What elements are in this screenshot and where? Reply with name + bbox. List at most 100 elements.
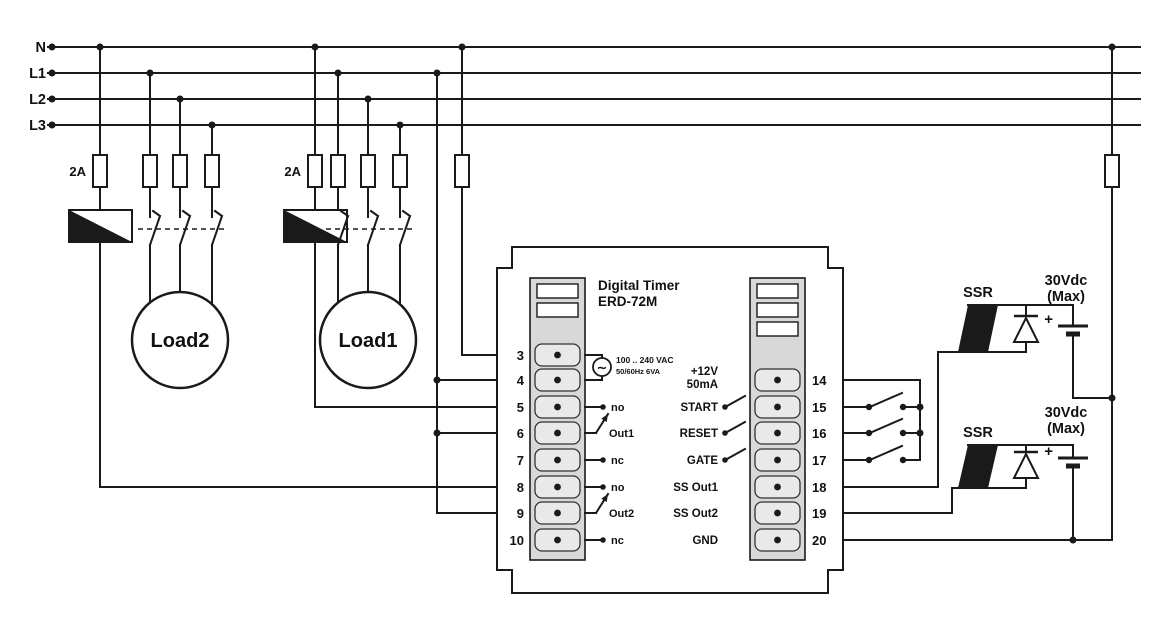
io-label-reset: RESET: [680, 428, 718, 440]
battery-plus-sign: +: [1044, 311, 1053, 328]
rail-labels: N L1 L2 L3: [29, 40, 46, 134]
relay2-no-label: no: [611, 482, 625, 494]
relay1-nc-contact: [600, 457, 606, 463]
junction-dot: [48, 95, 56, 103]
rail-label-l2: L2: [29, 92, 46, 108]
contact-blades: [148, 209, 412, 247]
switch-terminal-dot: [899, 403, 907, 411]
junction-dot: [208, 121, 216, 129]
terminal-left-10: [534, 528, 581, 552]
relay1-nc-label: nc: [611, 455, 624, 467]
junction-dot: [48, 69, 56, 77]
coil-fill: [69, 210, 132, 242]
terminal-number: 18: [812, 480, 826, 495]
terminal-right-19: [754, 501, 801, 525]
terminal-left-5: [534, 395, 581, 419]
junction-dots: [48, 43, 1116, 544]
supply-wires: [436, 46, 531, 514]
switch-terminal-dot: [865, 403, 873, 411]
right-terminal-numbers: 14 15 16 17 18 19 20: [810, 371, 829, 550]
ssr1-voltage-line1: 30Vdc: [1045, 273, 1088, 289]
terminal-left-4: [534, 368, 581, 392]
junction-dot: [916, 429, 924, 437]
terminal-number: 8: [517, 480, 524, 495]
junction-dot: [146, 69, 154, 77]
fuse-icon: [172, 154, 188, 188]
ssr-icon: [958, 445, 998, 488]
terminal-number: 7: [517, 453, 524, 468]
fuse-rating-label-2: 2A: [284, 164, 301, 179]
fuse-icon: [307, 154, 323, 188]
fuse-rating-label-1: 2A: [69, 164, 86, 179]
fuse-icon: [204, 154, 220, 188]
io-label-start: START: [681, 402, 718, 414]
coil-fill: [284, 210, 347, 242]
terminal-number: 4: [517, 373, 525, 388]
terminal-right-15: [754, 395, 801, 419]
load2: Load2: [130, 290, 230, 390]
ac-leads: [584, 354, 603, 381]
relay2-wires: [584, 486, 610, 541]
terminal-number: 6: [517, 426, 524, 441]
fuse-icon: [454, 154, 470, 188]
junction-dot: [433, 69, 441, 77]
terminal-right-18: [754, 475, 801, 499]
ssr-icon: [958, 305, 998, 352]
switch-terminal-dot: [865, 456, 873, 464]
ac-wave-glyph: ∼: [597, 360, 608, 375]
fuse-icon: [330, 154, 346, 188]
terminal-number: 3: [517, 348, 524, 363]
fuse-icon: [92, 154, 108, 188]
terminal-number: 14: [812, 373, 827, 388]
io-label-gnd: GND: [692, 535, 718, 547]
switch-blades: [870, 391, 904, 461]
left-terminal-numbers: 3 4 5 6 7 8 9 10: [508, 346, 527, 550]
switch-terminal-dot: [899, 429, 907, 437]
load2-label: Load2: [151, 330, 210, 352]
relay2-nc-contact: [600, 537, 606, 543]
terminal-number: 20: [812, 533, 826, 548]
terminal-number: 15: [812, 400, 826, 415]
diode-icon: [1012, 451, 1040, 479]
relay-out1: no Out1 nc: [584, 402, 634, 467]
load1-label: Load1: [339, 330, 398, 352]
io-label-ssout1: SS Out1: [673, 482, 718, 494]
fuse-icon: [1104, 154, 1120, 188]
terminal-number: 9: [517, 506, 524, 521]
group1-wires: [99, 46, 531, 488]
junction-dot: [96, 43, 104, 51]
rail-label-l3: L3: [29, 118, 46, 134]
relay2-com-label: Out2: [609, 508, 634, 520]
terminal-right-20: [754, 528, 801, 552]
terminal-number: 19: [812, 506, 826, 521]
input-switch-icons: [722, 394, 747, 463]
ac-source-icon: [592, 357, 612, 377]
strip-slot: [536, 283, 579, 299]
terminal-left-7: [534, 448, 581, 472]
switch-terminal-dot: [865, 429, 873, 437]
strip-slot: [756, 283, 799, 299]
terminal-left-6: [534, 421, 581, 445]
junction-dot: [1108, 394, 1116, 402]
relay2-nc-label: nc: [611, 535, 624, 547]
rail-lines: [47, 46, 1141, 126]
io-label-50ma: 50mA: [687, 379, 718, 391]
relay1-arrow: [601, 414, 608, 422]
io-label-12v: +12V: [691, 366, 719, 378]
strip-slot: [756, 302, 799, 318]
group2-wires: [314, 46, 531, 408]
relay1-com-label: Out1: [609, 428, 634, 440]
left-terminal-strip: [529, 277, 586, 561]
switch-blades: [725, 394, 747, 461]
fuse-icon: [392, 154, 408, 188]
terminal-number: 10: [510, 533, 524, 548]
rail-label-n: N: [36, 40, 46, 56]
ssr2-voltage-line2: (Max): [1047, 421, 1085, 437]
load1-circle: [318, 290, 418, 390]
relay1-wires: [584, 406, 610, 461]
junction-dot: [458, 43, 466, 51]
load1: Load1: [318, 290, 418, 390]
junction-dot: [364, 95, 372, 103]
terminal-right-16: [754, 421, 801, 445]
